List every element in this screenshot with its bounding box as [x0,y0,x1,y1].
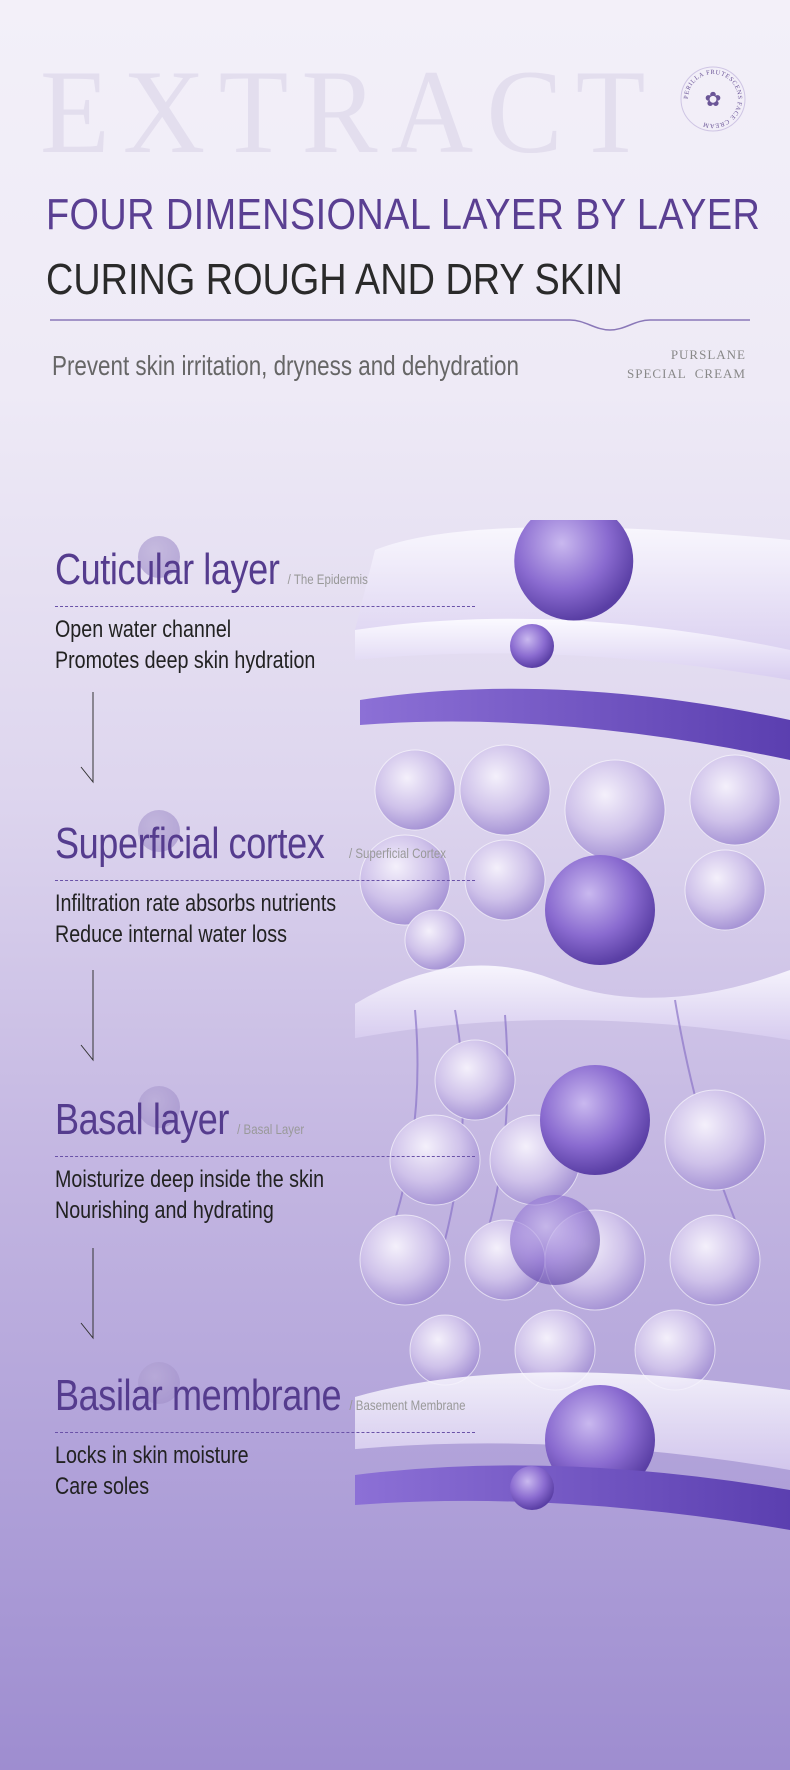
brand-line1: PURSLANE [670,347,746,362]
decorative-circle [138,810,180,852]
decorative-circle [138,1086,180,1128]
perilla-badge-logo: PERILLA FRUTESCENS FACE CREAM ✿ [680,66,746,132]
section-tag: / The Epidermis [287,571,368,587]
headline-line1: FOUR DIMENSIONAL LAYER BY LAYER [46,190,761,239]
wave-divider [50,319,750,331]
extract-watermark: EXTRACT [40,45,659,178]
dashed-divider [55,1156,475,1157]
section-tag: / Superficial Cortex [348,845,446,861]
down-arrow-icon [80,692,94,784]
section-superficial-cortex: Superficial cortex/ Superficial Cortex I… [55,810,515,948]
skin-layers-illustration [355,520,790,1530]
section-tag: / Basal Layer [237,1121,305,1137]
section-title: Basilar membrane/ Basement Membrane [55,1371,466,1420]
section-basal-layer: Basal layer/ Basal Layer Moisturize deep… [55,1086,515,1224]
subtitle: Prevent skin irritation, dryness and deh… [52,350,519,381]
section-cuticular-layer: Cuticular layer/ The Epidermis Open wate… [55,536,515,674]
brand-label: PURSLANE SPECIAL CREAM [627,345,746,383]
dashed-divider [55,1432,475,1433]
dashed-divider [55,880,475,881]
section-title: Basal layer/ Basal Layer [55,1095,305,1144]
decorative-circle [138,1362,180,1404]
section-title: Superficial cortex/ Superficial Cortex [55,819,446,868]
dashed-divider [55,606,475,607]
decorative-circle [138,536,180,578]
headline-line2: CURING ROUGH AND DRY SKIN [46,255,623,304]
flower-icon: ✿ [705,89,722,111]
down-arrow-icon [80,1248,94,1340]
section-title: Cuticular layer/ The Epidermis [55,545,368,594]
section-tag: / Basement Membrane [349,1397,466,1413]
down-arrow-icon [80,970,94,1062]
section-basilar-membrane: Basilar membrane/ Basement Membrane Lock… [55,1362,515,1500]
brand-line2: SPECIAL CREAM [627,366,746,381]
